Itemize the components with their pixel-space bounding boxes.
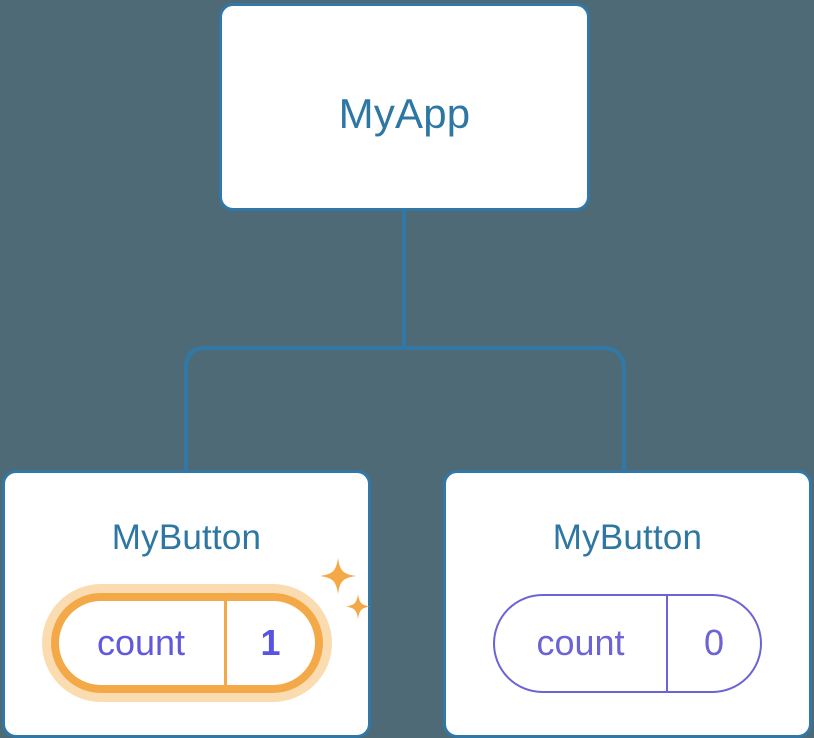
state-value-label: 1 xyxy=(260,622,281,663)
node-myapp-title: MyApp xyxy=(338,90,471,137)
state-pill-highlighted[interactable]: count 1 xyxy=(50,593,323,693)
node-mybutton-right-title: MyButton xyxy=(552,518,703,557)
state-pill-wrap-left: count 1 xyxy=(5,583,368,703)
state-pill-wrap-right: count 0 xyxy=(446,583,809,703)
connector-branch-bus xyxy=(184,346,626,470)
state-pill-plain[interactable]: count 0 xyxy=(493,593,762,693)
node-mybutton-left[interactable]: MyButton count 1 xyxy=(2,470,371,738)
node-mybutton-right[interactable]: MyButton count 0 xyxy=(443,470,812,738)
node-mybutton-left-title: MyButton xyxy=(111,518,262,557)
state-value-label: 0 xyxy=(703,622,725,663)
state-pill-divider xyxy=(223,601,227,685)
state-key-label: count xyxy=(96,622,186,663)
state-key-label: count xyxy=(536,622,625,663)
state-pill-divider xyxy=(666,595,668,691)
node-myapp[interactable]: MyApp xyxy=(219,3,590,211)
